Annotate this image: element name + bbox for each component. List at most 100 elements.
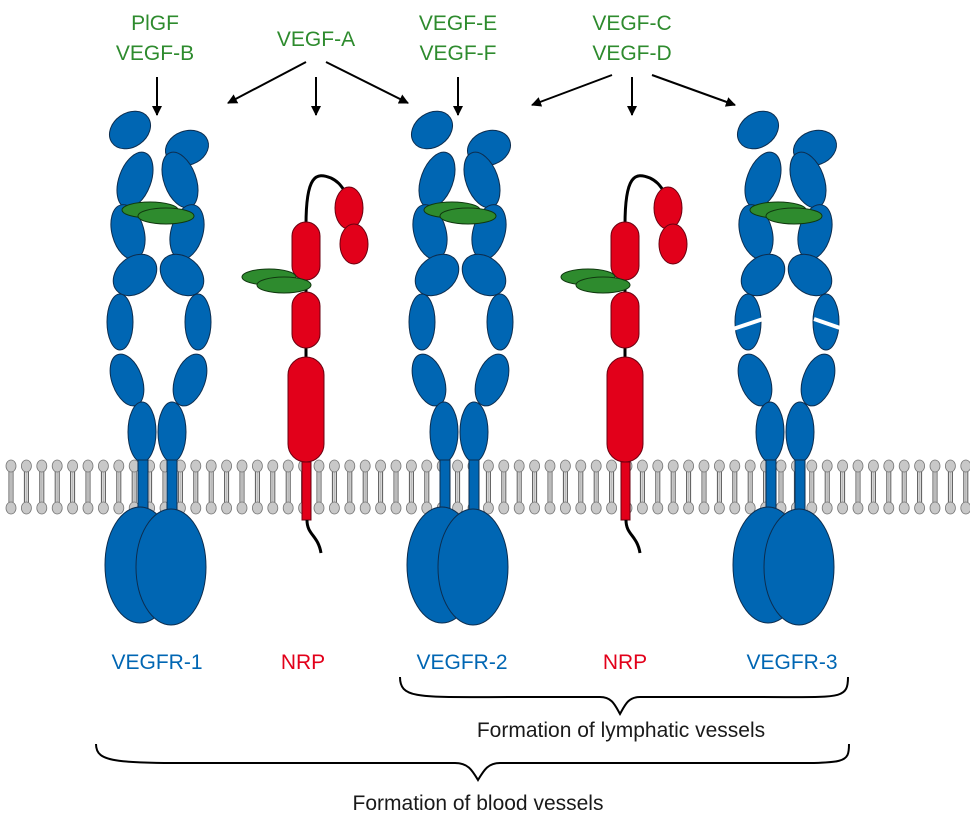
lipid-head <box>452 459 464 473</box>
lipid-head <box>652 501 664 515</box>
lipid <box>729 459 741 515</box>
receptor-vegfr3 <box>732 110 844 626</box>
lipid-head <box>36 459 48 473</box>
lipid-head <box>498 501 510 515</box>
receptor-label-vegfr1: VEGFR-1 <box>111 651 202 674</box>
lipid-head <box>560 459 571 473</box>
lipid-head <box>945 459 956 473</box>
lipid-head <box>729 459 741 473</box>
lipid-head <box>698 459 710 473</box>
lipid <box>775 459 787 515</box>
lipid-head <box>729 501 741 515</box>
lipid-head <box>637 501 648 515</box>
lipid <box>375 459 387 515</box>
lipid-head <box>929 459 941 473</box>
transmembrane-segment <box>468 459 480 516</box>
lipid-head <box>205 501 217 515</box>
linker <box>623 174 665 226</box>
transmembrane-segment <box>166 459 178 516</box>
ig-domain <box>408 293 436 351</box>
lipid-head <box>544 501 556 515</box>
lipid-head <box>390 459 402 473</box>
ig-domain <box>109 353 145 407</box>
lipid <box>498 459 510 515</box>
lipid <box>883 459 895 515</box>
lipid-head <box>744 501 756 515</box>
lipid <box>513 459 525 515</box>
lipid-head <box>914 459 925 473</box>
transmembrane-segment <box>794 459 806 516</box>
lipid-head <box>421 459 433 473</box>
lipid-head <box>575 501 587 515</box>
cleavage-mark <box>813 317 844 331</box>
lipid <box>837 459 848 515</box>
lipid-head <box>282 459 294 473</box>
lipid-head <box>529 501 540 515</box>
lipid-head <box>344 459 356 473</box>
lipid-head <box>221 459 233 473</box>
lipid-head <box>405 501 417 515</box>
lipid <box>405 459 417 515</box>
lipid-head <box>82 459 94 473</box>
lipid <box>868 459 879 515</box>
lipid <box>683 459 694 515</box>
ig-domain <box>411 353 447 407</box>
lipid <box>590 459 602 515</box>
ig-domain <box>429 401 459 463</box>
lipid-head <box>868 459 879 473</box>
transmembrane-segment <box>620 461 631 521</box>
lipid <box>390 459 402 515</box>
receptor-vegfr2 <box>406 110 514 626</box>
ig-domain <box>737 110 779 150</box>
lipid-head <box>837 501 848 515</box>
ig-domain <box>112 253 158 297</box>
lipid <box>221 459 233 515</box>
arrow-vegfa-to-vegfr2 <box>325 61 409 104</box>
binding-arrows <box>152 61 736 116</box>
ig-domain <box>184 293 212 351</box>
cell-membrane <box>5 459 970 515</box>
arrow-vegfc-vegfd-to-vegfr3 <box>651 74 736 107</box>
receptor-label-nrp2: NRP <box>603 651 647 674</box>
lipid-head <box>667 459 679 473</box>
ig-domain <box>787 253 833 297</box>
lipid <box>575 459 587 515</box>
ligand-dimer <box>765 207 823 225</box>
lipid <box>282 459 294 515</box>
lipid-head <box>482 501 494 515</box>
lipid-head <box>960 459 970 473</box>
ig-domain <box>411 110 453 150</box>
lipid-head <box>606 501 617 515</box>
ligand-label-plgf: PlGF <box>131 12 179 35</box>
ig-domain <box>459 401 489 463</box>
lipid-head <box>513 501 525 515</box>
lipid <box>714 459 725 515</box>
ig-domain <box>127 401 157 463</box>
receptor-label-nrp1: NRP <box>281 651 325 674</box>
linker <box>304 174 346 226</box>
lipid-head <box>898 501 910 515</box>
lipid-head <box>698 501 710 515</box>
lipid-head <box>282 501 294 515</box>
ligand-label-vegfc: VEGF-C <box>592 12 671 35</box>
blood-brace <box>95 743 850 782</box>
lipid-head <box>806 459 818 473</box>
kinase-domain <box>135 508 207 626</box>
lipid-head <box>36 501 48 515</box>
lipid-head <box>267 459 279 473</box>
lipid <box>236 459 248 515</box>
ligand-dimer <box>439 207 497 225</box>
lipid-head <box>375 459 387 473</box>
cub-domain <box>334 186 364 230</box>
lipid <box>205 459 217 515</box>
ligand-label-vegfe: VEGF-E <box>419 12 497 35</box>
ig-domain <box>106 293 134 351</box>
lipid-head <box>821 501 833 515</box>
cleavage-mark <box>732 317 764 331</box>
lipid-head <box>221 501 233 515</box>
lipid-head <box>98 459 109 473</box>
ig-domain <box>800 353 836 407</box>
lipid-head <box>98 501 109 515</box>
receptor-label-vegfr2: VEGFR-2 <box>416 651 507 674</box>
